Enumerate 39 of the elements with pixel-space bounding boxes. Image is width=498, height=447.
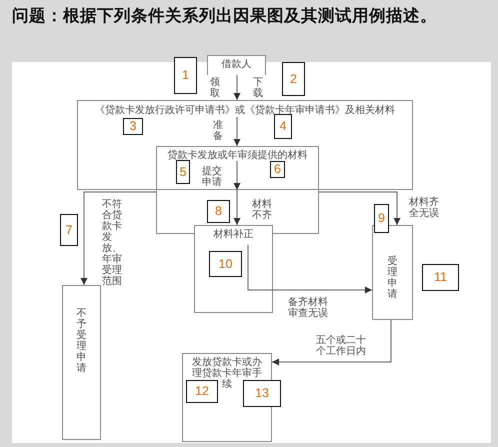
annotation-text: 下载 xyxy=(253,77,263,99)
process-box xyxy=(156,146,319,190)
edge-label: 准备 xyxy=(213,120,223,142)
node-text: 材料补正 xyxy=(214,229,254,240)
connector-arrow xyxy=(234,160,240,226)
node-text: 借款人 xyxy=(222,59,252,70)
connector-arrow xyxy=(248,244,372,294)
connector-arrow xyxy=(272,320,392,366)
edge-label: 领取 xyxy=(210,77,220,99)
connector-arrow xyxy=(318,192,400,226)
callout-number: 7 xyxy=(60,214,78,246)
page-title: 问题：根据下列条件关系列出因果图及其测试用例描述。 xyxy=(12,6,437,26)
callout-number: 5 xyxy=(176,160,190,184)
vertical-node-text: 受理申请 xyxy=(388,256,398,300)
edge-label: 材料不齐 xyxy=(252,199,272,221)
callout-number: 8 xyxy=(207,200,230,223)
callout-number: 10 xyxy=(209,251,242,277)
callout-number: 1 xyxy=(174,57,197,94)
process-box xyxy=(207,55,266,75)
process-box xyxy=(62,285,101,440)
edge-label: 不符合贷款卡发放、年审受理范围 xyxy=(102,199,123,287)
callout-number: 2 xyxy=(282,62,305,96)
callout-number: 9 xyxy=(374,204,389,233)
process-box xyxy=(372,225,413,320)
node-text: 贷款卡发放或年审须提供的材料 xyxy=(168,150,308,161)
edge-label: 五个或二十个工作日内 xyxy=(316,335,366,357)
callout-number: 13 xyxy=(243,380,281,407)
callout-number: 3 xyxy=(123,118,143,135)
callout-number: 6 xyxy=(270,161,285,178)
callout-number: 4 xyxy=(274,114,292,139)
connector-arrow xyxy=(234,74,240,100)
connector-arrow xyxy=(80,192,156,286)
edge-label: 材料齐全无误 xyxy=(409,197,439,219)
edge-label: 备齐材料审查无误 xyxy=(288,297,328,319)
annotation-text: 提交申请 xyxy=(202,166,222,188)
node-text: 《贷款卡发放行政许可申请书》或《贷款卡年审申请书》及相关材料 xyxy=(95,105,395,116)
callout-number: 11 xyxy=(422,264,459,291)
vertical-node-text: 不予受理申请 xyxy=(76,308,86,374)
connector-arrow xyxy=(234,116,240,146)
